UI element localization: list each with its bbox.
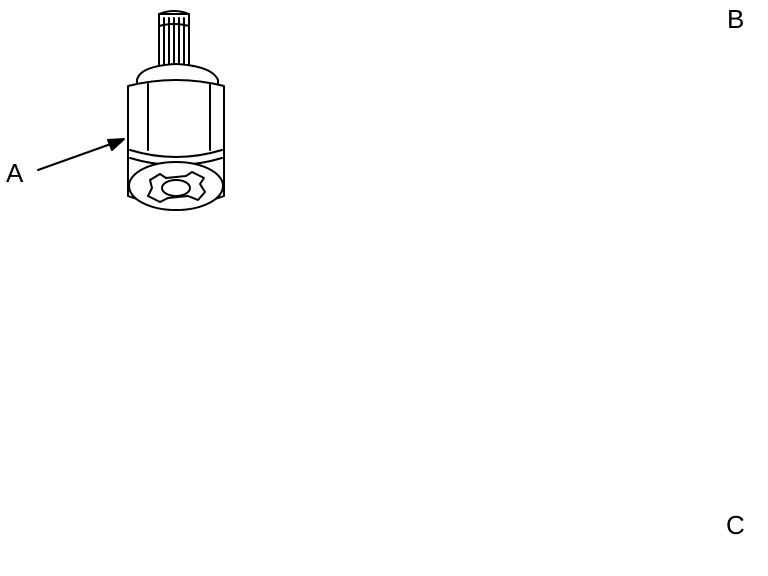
callout-label-a: A — [6, 158, 24, 188]
callout-label-c: C — [726, 510, 745, 540]
callout-label-b: B — [727, 4, 745, 34]
callout-a-arrowhead — [107, 138, 125, 151]
inboard-joint-housing — [127, 10, 225, 211]
housing-end-face — [128, 161, 224, 211]
housing-tripod-recess — [147, 171, 206, 203]
callout-a-leader — [37, 139, 123, 171]
